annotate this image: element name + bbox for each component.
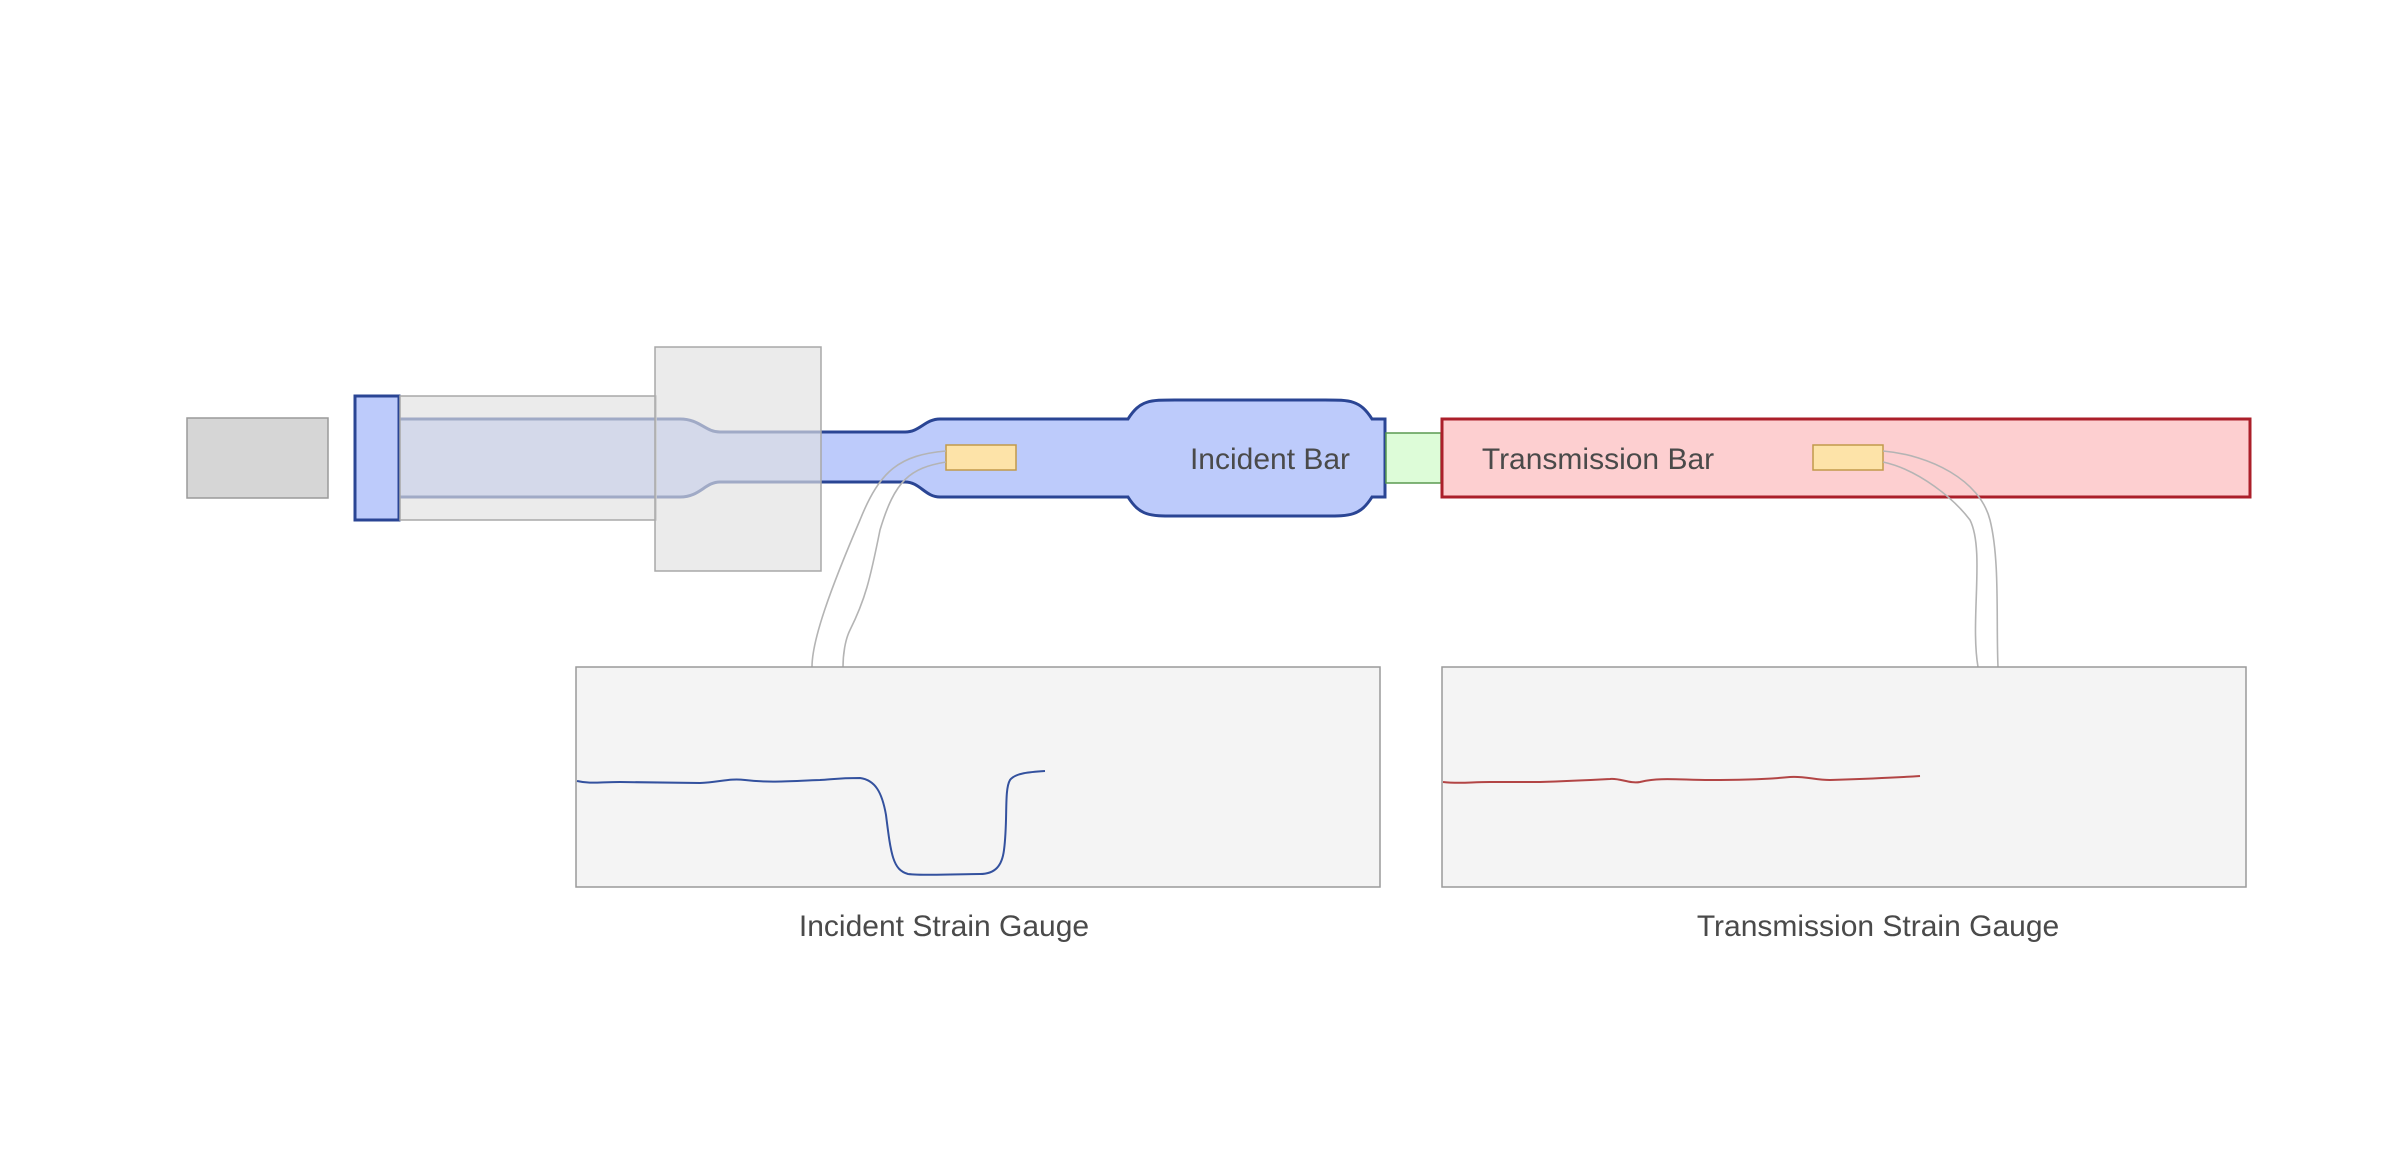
transmission-gauge-pad [1812,444,1884,471]
striker [186,417,329,499]
transmission-gauge-label: Transmission Strain Gauge [1697,910,2059,943]
incident-bar-label: Incident Bar [1190,443,1350,476]
incident-scope-panel [575,666,1381,888]
incident-bar-flange [353,394,401,522]
specimen [1385,432,1442,484]
gun-barrel [399,395,657,521]
transmission-signal-trace [1442,775,1921,784]
transmission-gauge-wires [1882,450,1999,668]
transmission-scope-panel [1441,666,2247,888]
support-block [654,346,822,572]
incident-gauge-wires [811,450,947,668]
transmission-bar-label: Transmission Bar [1482,443,1714,476]
incident-gauge-pad [945,444,1017,471]
incident-gauge-label: Incident Strain Gauge [799,910,1089,943]
incident-signal-trace [576,770,1046,876]
